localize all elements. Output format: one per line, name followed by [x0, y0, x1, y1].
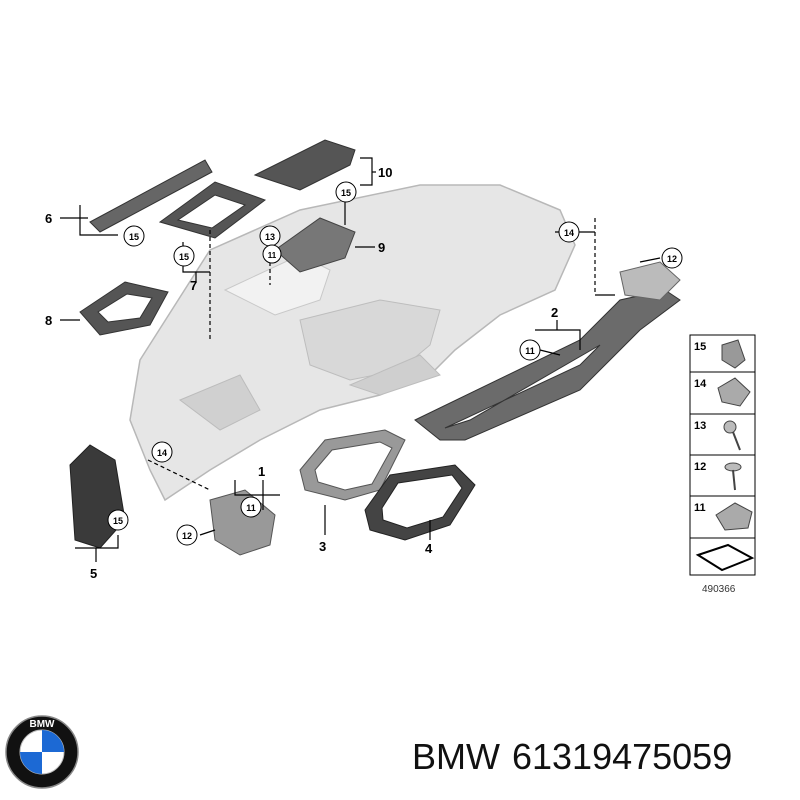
callout-14-a: 14	[564, 228, 574, 238]
callout-15-b: 15	[179, 252, 189, 262]
callout-7: 7	[190, 278, 197, 293]
callout-8: 8	[45, 313, 52, 328]
dashboard-panel	[129, 184, 576, 502]
callout-11-b: 11	[525, 346, 535, 356]
callout-5: 5	[90, 566, 97, 581]
callout-2: 2	[551, 305, 558, 320]
circled-callouts	[107, 181, 683, 546]
part-6-vent-strip	[89, 159, 213, 233]
circled-callout-labels: 15 15 13 11 15 14 12 11 14 11 12 15	[113, 188, 677, 541]
bmw-logo: BMW	[5, 715, 79, 789]
callout-11-a: 11	[268, 251, 277, 260]
arrow-icon	[695, 543, 755, 572]
legend-label-13: 13	[694, 420, 706, 432]
callout-15-d: 15	[113, 516, 123, 526]
fastener-legend: 15 14 13 12 11 490366	[689, 334, 756, 595]
legend-label-11: 11	[694, 502, 706, 514]
part-8-frame	[79, 281, 169, 336]
callout-12-b: 12	[182, 531, 192, 541]
callout-1: 1	[258, 464, 265, 479]
callout-4: 4	[425, 541, 433, 556]
brand-name: BMW	[412, 736, 500, 777]
callout-labels: 6 7 8 9 10 2 1 3 4 5	[45, 165, 558, 581]
part-12-end-cap	[619, 261, 681, 301]
part-7-frame	[158, 181, 267, 239]
brand-part-number: BMW 61319475059	[412, 736, 744, 778]
legend-label-12: 12	[694, 461, 706, 473]
callout-15-c: 15	[341, 188, 351, 198]
callout-13: 13	[265, 232, 275, 242]
spring-clip-icon	[715, 502, 753, 531]
screw-icon	[723, 420, 741, 451]
diagram-id: 490366	[702, 584, 736, 595]
callout-10: 10	[378, 165, 392, 180]
part-4-cluster-surround	[364, 464, 476, 541]
part-number: 61319475059	[511, 736, 733, 777]
callout-11-c: 11	[246, 503, 256, 513]
bolt-icon	[724, 462, 742, 491]
part-1-side-vent	[209, 489, 276, 556]
callout-6: 6	[45, 211, 52, 226]
callout-15-a: 15	[129, 232, 139, 242]
callout-3: 3	[319, 539, 326, 554]
nut-clip-icon	[717, 377, 751, 407]
logo-letters: BMW	[30, 719, 56, 730]
legend-label-15: 15	[694, 341, 706, 353]
part-10-top-cover	[253, 139, 356, 191]
part-9-center-holder	[274, 217, 356, 273]
legend-label-14: 14	[694, 378, 707, 390]
callout-9: 9	[378, 240, 385, 255]
callout-12-a: 12	[667, 254, 677, 264]
part-5-side-panel	[69, 444, 126, 549]
clip-icon	[721, 339, 746, 369]
callout-14-b: 14	[157, 448, 167, 458]
part-3-cluster-frame	[299, 429, 406, 501]
part-2-trim	[414, 289, 681, 441]
